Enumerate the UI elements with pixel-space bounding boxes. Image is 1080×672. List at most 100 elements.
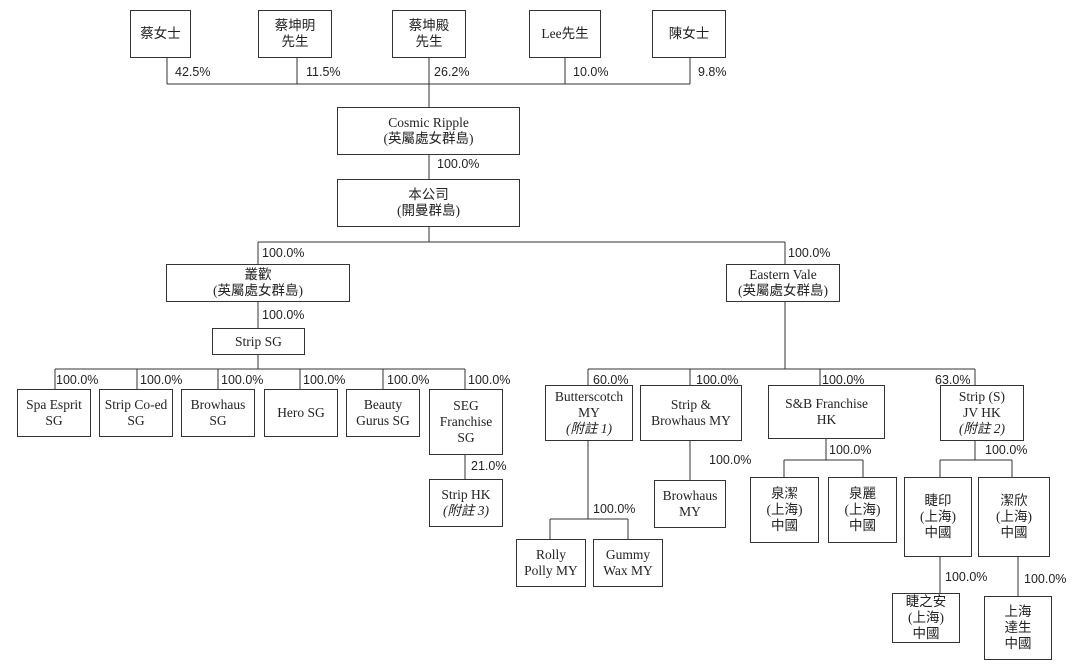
entity-note: (附註 2) — [958, 421, 1006, 436]
ownership-percent: 100.0% — [822, 373, 865, 387]
entity-label: Strip SG — [235, 333, 282, 349]
entity-label: 蔡坤殿 — [408, 18, 450, 33]
entity-label: HK — [816, 412, 837, 427]
ownership-percent: 100.0% — [262, 246, 305, 260]
entity-label: Strip Co-ed — [104, 397, 168, 412]
entity-box: 泉麗(上海)中國 — [828, 477, 897, 543]
entity-label: SG — [457, 430, 475, 445]
entity-label: Browhaus MY — [651, 413, 731, 428]
ownership-percent: 100.0% — [696, 373, 739, 387]
ownership-percent: 60.0% — [593, 373, 629, 387]
ownership-percent: 42.5% — [175, 65, 211, 79]
entity-label: (上海) — [766, 502, 803, 517]
ownership-percent: 100.0% — [709, 453, 752, 467]
entity-label: (上海) — [920, 509, 956, 524]
entity-label: Browhaus — [662, 488, 718, 503]
entity-label: 叢歡 — [244, 267, 272, 282]
ownership-percent: 26.2% — [434, 65, 470, 79]
entity-box: 泉潔(上海)中國 — [750, 477, 819, 543]
entity-box: 叢歡(英屬處女群島) — [166, 264, 350, 302]
entity-label: 達生 — [1004, 620, 1032, 635]
ownership-percent: 100.0% — [788, 246, 831, 260]
entity-label: Butterscotch — [554, 389, 624, 404]
entity-label: JV HK — [963, 405, 1001, 420]
entity-label: Gurus SG — [356, 413, 410, 428]
ownership-percent: 11.5% — [306, 65, 341, 79]
entity-label: Spa Esprit — [26, 397, 82, 412]
entity-box: 本公司(開曼群島) — [337, 179, 520, 227]
entity-label: 中國 — [849, 518, 876, 533]
shareholder-box: Lee先生 — [529, 10, 601, 58]
entity-label: 上海 — [1004, 604, 1032, 619]
ownership-percent: 21.0% — [471, 459, 507, 473]
entity-label: (開曼群島) — [397, 203, 460, 218]
entity-label: 中國 — [771, 518, 798, 533]
entity-box: Strip (S)JV HK(附註 2) — [940, 385, 1024, 441]
entity-label: MY — [578, 405, 600, 420]
entity-label: (上海) — [844, 502, 881, 517]
entity-label: Beauty — [363, 397, 403, 412]
entity-label: Franchise — [439, 414, 493, 429]
entity-box: Strip &Browhaus MY — [640, 385, 742, 441]
entity-label: 睫之安 — [905, 594, 947, 609]
entity-box: Hero SG — [264, 389, 338, 437]
entity-label: 泉潔 — [771, 486, 798, 501]
shareholder-box: 蔡坤明先生 — [258, 10, 332, 58]
entity-label: 先生 — [415, 34, 443, 49]
entity-label: (英屬處女群島) — [383, 131, 474, 146]
entity-note: (附註 1) — [565, 421, 613, 436]
entity-label: Strip HK — [441, 487, 491, 502]
ownership-percent: 100.0% — [593, 502, 636, 516]
entity-label: (英屬處女群島) — [738, 283, 828, 298]
ownership-percent: 10.0% — [573, 65, 609, 79]
entity-label: Hero SG — [277, 405, 325, 420]
ownership-percent: 9.8% — [698, 65, 727, 79]
entity-label: Cosmic Ripple — [388, 115, 469, 130]
entity-label: Lee先生 — [541, 26, 589, 41]
entity-label: (英屬處女群島) — [213, 283, 303, 298]
entity-label: Browhaus — [190, 397, 246, 412]
entity-label: 中國 — [924, 525, 952, 540]
entity-label: Eastern Vale — [749, 267, 817, 282]
entity-label: Polly MY — [524, 563, 578, 578]
entity-label: 中國 — [912, 626, 940, 641]
ownership-percent: 100.0% — [945, 570, 988, 584]
entity-label: 本公司 — [408, 187, 449, 202]
entity-label: SG — [127, 413, 145, 428]
entity-label: SEG — [453, 398, 479, 413]
ownership-percent: 100.0% — [387, 373, 430, 387]
entity-label: 蔡坤明 — [274, 18, 316, 33]
entity-label: 泉麗 — [849, 486, 876, 501]
entity-box: 上海達生中國 — [984, 596, 1052, 660]
entity-label: S&B Franchise — [785, 396, 868, 411]
ownership-percent: 100.0% — [303, 373, 346, 387]
entity-label: Strip & — [670, 397, 712, 412]
ownership-percent: 100.0% — [56, 373, 99, 387]
entity-note: (附註 3) — [442, 503, 490, 518]
entity-label: 先生 — [281, 34, 309, 49]
ownership-percent: 63.0% — [935, 373, 971, 387]
entity-label: 蔡女士 — [140, 26, 181, 41]
entity-box: 睫之安(上海)中國 — [892, 593, 960, 643]
entity-label: (上海) — [908, 610, 944, 625]
entity-box: 潔欣(上海)中國 — [978, 477, 1050, 557]
entity-box: Eastern Vale(英屬處女群島) — [726, 264, 840, 302]
entity-box: Strip SG — [212, 328, 305, 355]
entity-label: SG — [45, 413, 63, 428]
ownership-percent: 100.0% — [140, 373, 183, 387]
ownership-percent: 100.0% — [221, 373, 264, 387]
entity-label: SG — [209, 413, 227, 428]
entity-label: MY — [679, 504, 701, 519]
ownership-percent: 100.0% — [829, 443, 872, 457]
ownership-percent: 100.0% — [262, 308, 305, 322]
